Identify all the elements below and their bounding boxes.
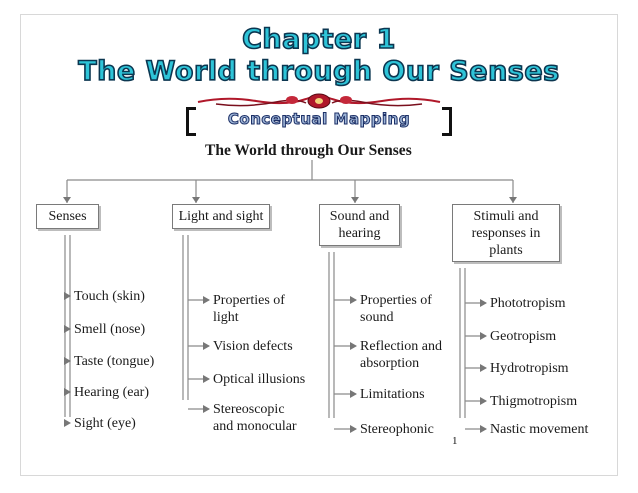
branch-box: Stimuli and responses in plants: [452, 204, 560, 262]
branch-item: Vision defects: [213, 339, 293, 354]
branch-arrow-icon: [509, 197, 517, 203]
branch-arrow-icon: [63, 197, 71, 203]
branch-item: Thigmotropism: [490, 394, 578, 409]
branch-item: Stereophonic: [360, 422, 434, 437]
branch-arrow-icon: [351, 197, 359, 203]
branch-label: Sound and hearing: [329, 209, 390, 241]
chapter-number-title: Chapter 1: [241, 23, 396, 56]
branch-item: Properties of light: [213, 293, 285, 325]
branch-item: Optical illusions: [213, 372, 306, 387]
banner-label: Conceptual Mapping: [227, 110, 411, 129]
bracket-left: [186, 107, 196, 136]
branch-box: Senses: [36, 204, 99, 229]
item-arrow-icon: [350, 425, 357, 433]
branch-item: Hearing (ear): [74, 385, 150, 400]
branch-item: Hydrotropism: [490, 361, 569, 376]
chapter-title: The World through Our Senses: [77, 55, 560, 88]
branch-item: Properties of sound: [360, 293, 432, 325]
branch-item: Geotropism: [490, 329, 557, 344]
item-arrow-icon: [64, 292, 71, 300]
item-arrow-icon: [64, 388, 71, 396]
item-arrow-icon: [480, 299, 487, 307]
branch-arrow-icon: [192, 197, 200, 203]
branch-label: Light and sight: [178, 209, 264, 224]
item-arrow-icon: [203, 342, 210, 350]
item-arrow-icon: [480, 332, 487, 340]
branch-item: Sight (eye): [74, 416, 136, 431]
item-arrow-icon: [480, 425, 487, 433]
item-arrow-icon: [480, 364, 487, 372]
branch-label: Stimuli and responses in plants: [471, 208, 541, 258]
branch-item: Touch (skin): [74, 289, 145, 304]
item-arrow-icon: [203, 296, 210, 304]
item-arrow-icon: [203, 405, 210, 413]
item-arrow-icon: [203, 375, 210, 383]
item-arrow-icon: [350, 296, 357, 304]
item-arrow-icon: [350, 342, 357, 350]
item-arrow-icon: [350, 390, 357, 398]
branch-item: Phototropism: [490, 296, 566, 311]
branch-box: Light and sight: [172, 204, 270, 229]
branch-item: Smell (nose): [74, 322, 146, 337]
item-arrow-icon: [64, 325, 71, 333]
item-arrow-icon: [64, 357, 71, 365]
bracket-right: [442, 107, 452, 136]
branch-item: Stereoscopic and monocular: [213, 402, 297, 434]
item-arrow-icon: [480, 397, 487, 405]
decorative-ornament-icon: [197, 93, 441, 109]
branch-item: Taste (tongue): [74, 354, 155, 369]
branch-item: Reflection and absorption: [360, 339, 443, 371]
diagram-root-title: The World through Our Senses: [205, 142, 412, 159]
page-number: 1: [452, 435, 458, 447]
page-frame: [20, 14, 618, 476]
item-arrow-icon: [64, 419, 71, 427]
branch-item: Limitations: [360, 387, 425, 402]
branch-box: Sound and hearing: [319, 204, 400, 246]
branch-label: Senses: [48, 209, 87, 224]
conceptual-mapping-banner: Conceptual Mapping: [186, 107, 452, 136]
branch-item: Nastic movement: [490, 422, 589, 437]
